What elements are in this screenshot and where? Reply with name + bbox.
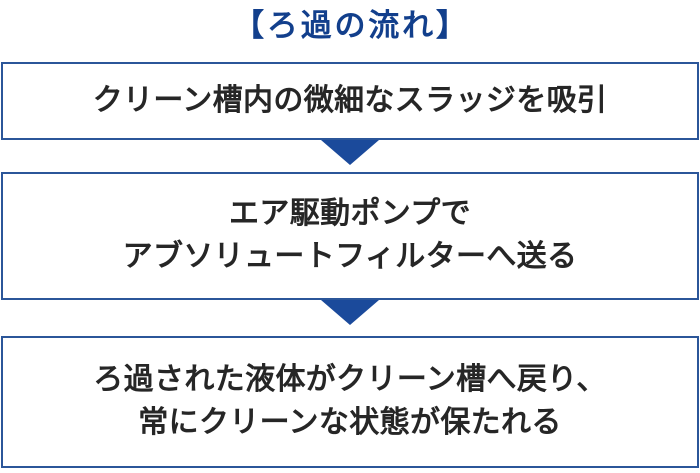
flow-step-2-label: エア駆動ポンプで アブソリュートフィルターへ送る (122, 197, 578, 273)
flow-step-3-label: ろ過された液体がクリーン槽へ戻り、 常にクリーンな状態が保たれる (93, 363, 607, 439)
flow-step-2: エア駆動ポンプで アブソリュートフィルターへ送る (1, 172, 699, 300)
triangle-down-icon (321, 140, 379, 165)
flow-step-1-label: クリーン槽内の微細なスラッジを吸引 (92, 83, 608, 117)
flow-step-1: クリーン槽内の微細なスラッジを吸引 (1, 62, 699, 140)
flow-step-3: ろ過された液体がクリーン槽へ戻り、 常にクリーンな状態が保たれる (1, 336, 699, 468)
page-title: 【ろ過の流れ】 (233, 7, 470, 43)
triangle-down-icon (321, 300, 379, 325)
